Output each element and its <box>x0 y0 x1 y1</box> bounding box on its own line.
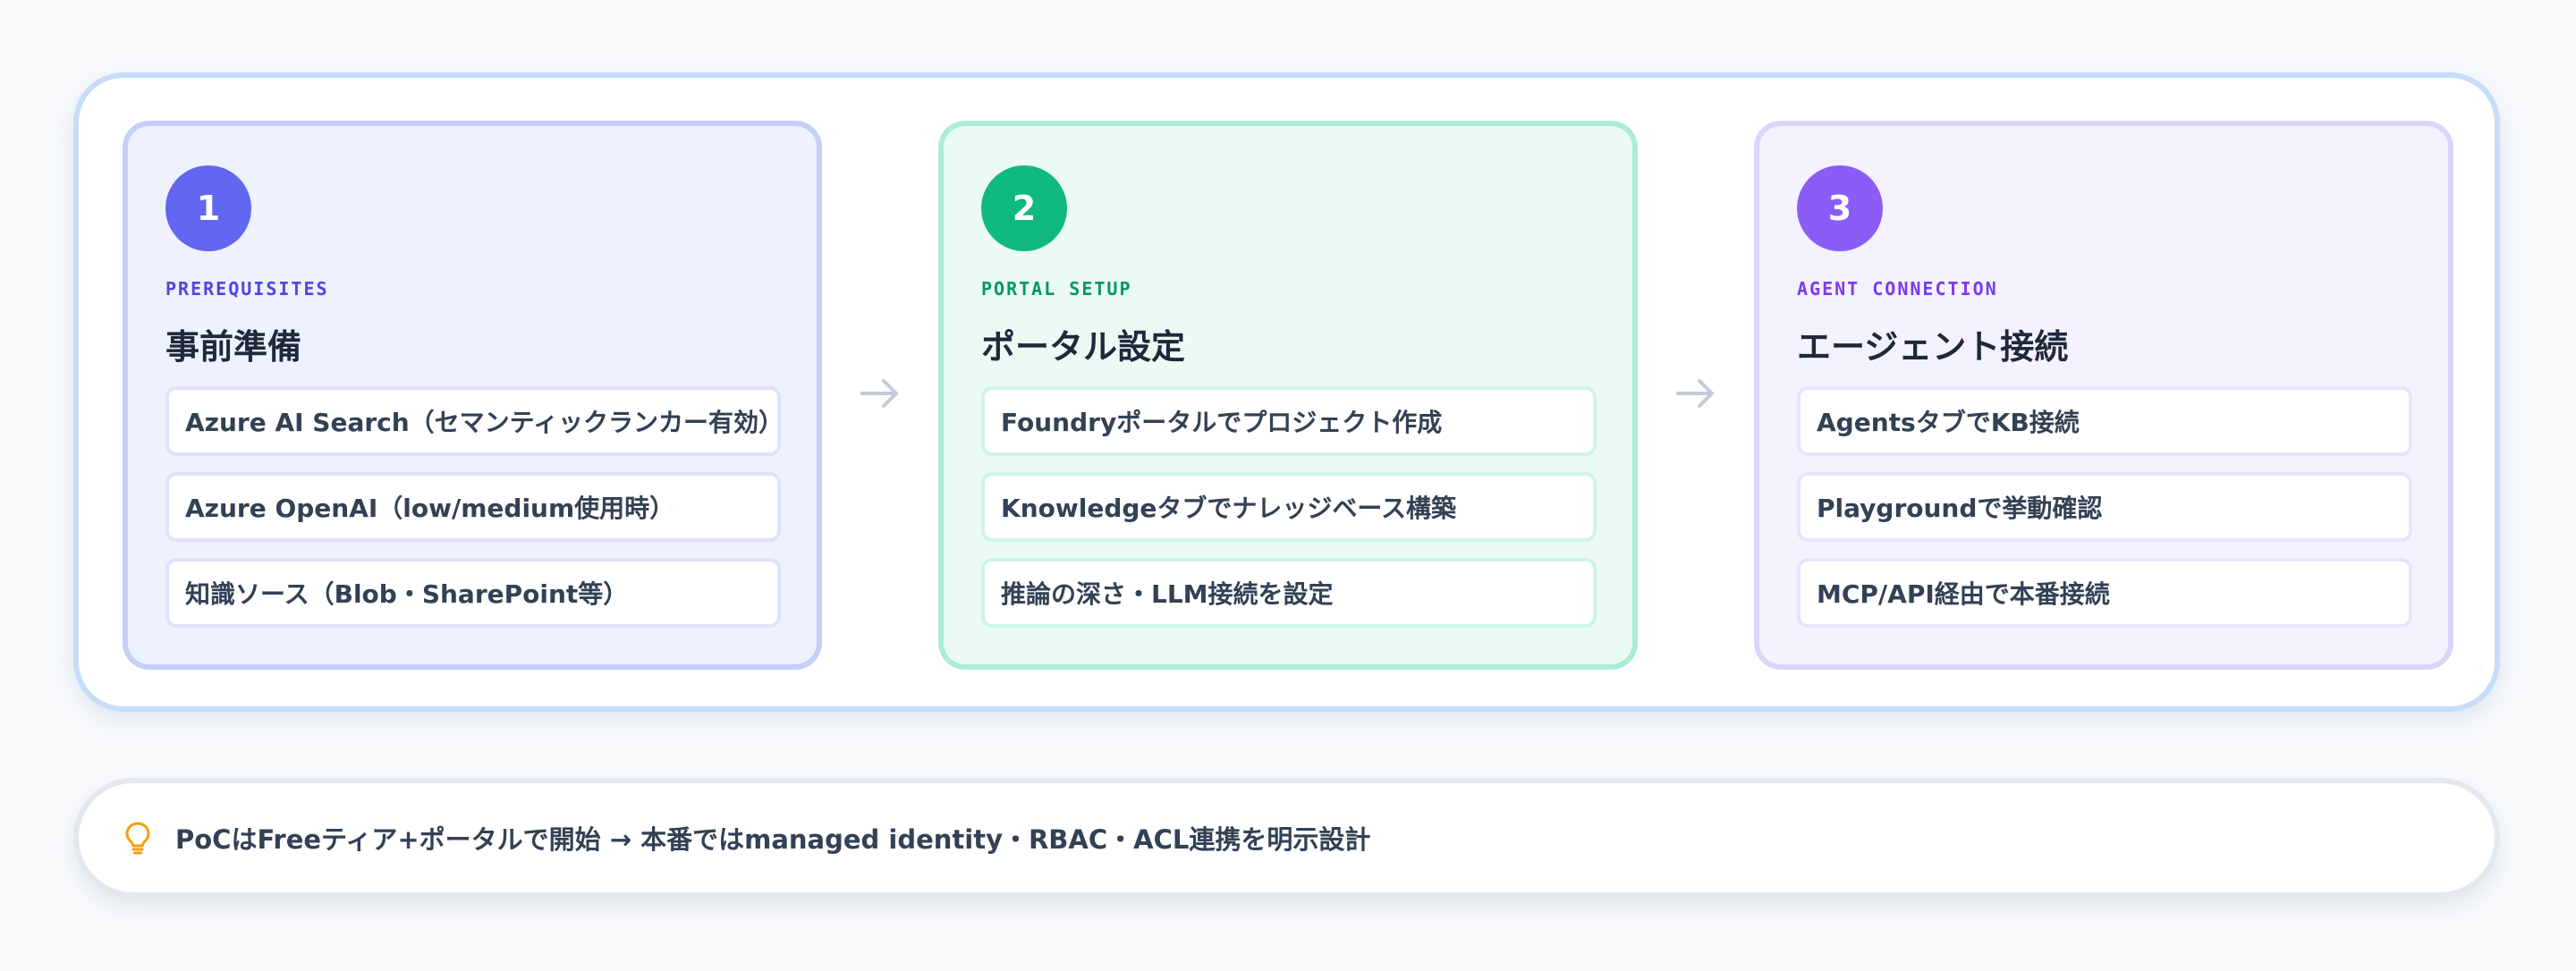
step-title: ポータル設定 <box>981 327 1186 367</box>
arrow-right-icon <box>860 379 898 408</box>
step-item: Playgroundで挙動確認 <box>1797 472 2412 542</box>
step-title: エージェント接続 <box>1797 327 2069 367</box>
step-item: Knowledgeタブでナレッジベース構築 <box>981 472 1597 542</box>
step-item: Foundryポータルでプロジェクト作成 <box>981 386 1597 456</box>
tip-banner: PoCはFreeティア+ポータルで開始 → 本番ではmanaged identi… <box>73 778 2500 898</box>
step-card-prerequisites: 1 PREREQUISITES 事前準備 Azure AI Search（セマン… <box>123 121 822 670</box>
step-number-badge: 3 <box>1797 165 1883 251</box>
step-item: 知識ソース（Blob・SharePoint等） <box>165 558 781 628</box>
step-item: MCP/API経由で本番接続 <box>1797 558 2412 628</box>
lightbulb-icon <box>125 822 150 855</box>
step-card-portal-setup: 2 PORTAL SETUP ポータル設定 Foundryポータルでプロジェクト… <box>938 121 1638 670</box>
step-title: 事前準備 <box>165 327 302 367</box>
step-item: Azure AI Search（セマンティックランカー有効） <box>165 386 781 456</box>
tip-text: PoCはFreeティア+ポータルで開始 → 本番ではmanaged identi… <box>175 824 1371 855</box>
step-number-badge: 2 <box>981 165 1067 251</box>
step-number-badge: 1 <box>165 165 251 251</box>
step-item: 推論の深さ・LLM接続を設定 <box>981 558 1597 628</box>
step-kicker: PREREQUISITES <box>165 278 329 300</box>
step-card-agent-connection: 3 AGENT CONNECTION エージェント接続 AgentsタブでKB接… <box>1754 121 2453 670</box>
step-item: AgentsタブでKB接続 <box>1797 386 2412 456</box>
step-kicker: PORTAL SETUP <box>981 278 1132 300</box>
arrow-right-icon <box>1676 379 1714 408</box>
step-item: Azure OpenAI（low/medium使用時） <box>165 472 781 542</box>
step-kicker: AGENT CONNECTION <box>1797 278 1998 300</box>
